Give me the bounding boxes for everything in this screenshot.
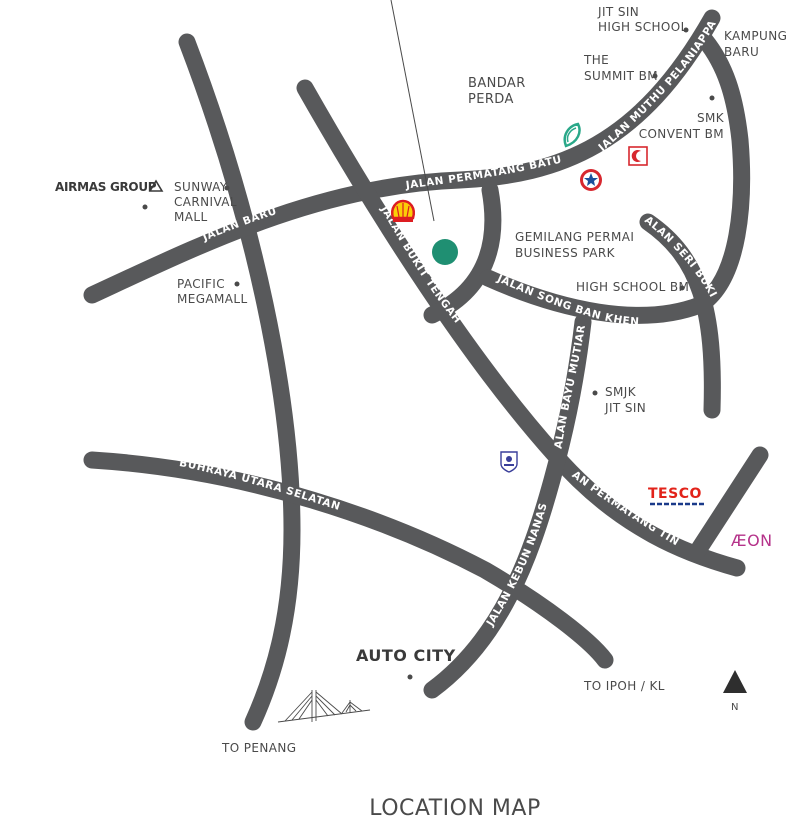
dot-pacific-megamall — [234, 281, 240, 287]
road-connector-loop — [423, 181, 502, 324]
dot-smk-convent — [709, 95, 715, 101]
road-jalan-baru — [83, 9, 721, 304]
penang-bridge-icon — [277, 690, 371, 723]
shell-logo-icon — [391, 199, 415, 222]
dot-jit-sin-high-school — [683, 27, 689, 33]
north-arrow-icon: N — [723, 670, 747, 713]
road-jalan-seri-bukit — [639, 213, 721, 419]
dot-high-school-bm — [679, 285, 685, 291]
brand-logos: AIRMAS GROUP — [55, 122, 773, 550]
dot-airmas — [142, 204, 148, 210]
caltex-logo-icon — [580, 169, 602, 191]
road-jalan-bukit-tengah — [296, 79, 746, 577]
airmas-mark-icon — [148, 179, 164, 192]
label-jalan-bukit-tengah: JALAN BUKIT TENGAH — [378, 203, 464, 326]
hospital-crescent-icon — [628, 146, 648, 166]
place-high-school-bm: HIGH SCHOOL BM — [576, 280, 689, 294]
compass-north-label: N — [731, 702, 738, 713]
logo-tesco: TESCO — [648, 486, 702, 502]
dot-sunway-carnival — [224, 185, 230, 191]
site-marker[interactable] — [432, 239, 458, 265]
dot-the-summit — [652, 73, 658, 79]
road-network — [83, 9, 769, 731]
place-auto-city: AUTO CITY — [356, 646, 456, 665]
road-left-vertical — [178, 33, 301, 731]
place-to-ipoh-kl: TO IPOH / KL — [583, 679, 665, 693]
road-jalan-song-ban-kheng — [479, 31, 751, 324]
road-aeon-spur — [688, 446, 769, 561]
road-jalan-bayu-mutiara-kebun-nanas — [423, 313, 592, 699]
petronas-logo-icon — [563, 122, 581, 148]
dot-auto-city — [407, 674, 413, 680]
logo-aeon: ÆON — [731, 531, 773, 550]
police-station-icon — [500, 451, 518, 473]
site-pointer-line — [390, 0, 435, 222]
road-lebuhraya-utara-selatan — [83, 451, 614, 669]
road-labels: JALAN BARU JALAN PERMATANG BATU JALAN MU… — [0, 0, 719, 629]
logo-airmas-group: AIRMAS GROUP — [55, 180, 157, 194]
place-to-penang: TO PENANG — [221, 741, 296, 755]
page-title: LOCATION MAP — [369, 796, 540, 821]
dot-smjk-jit-sin — [592, 390, 598, 396]
